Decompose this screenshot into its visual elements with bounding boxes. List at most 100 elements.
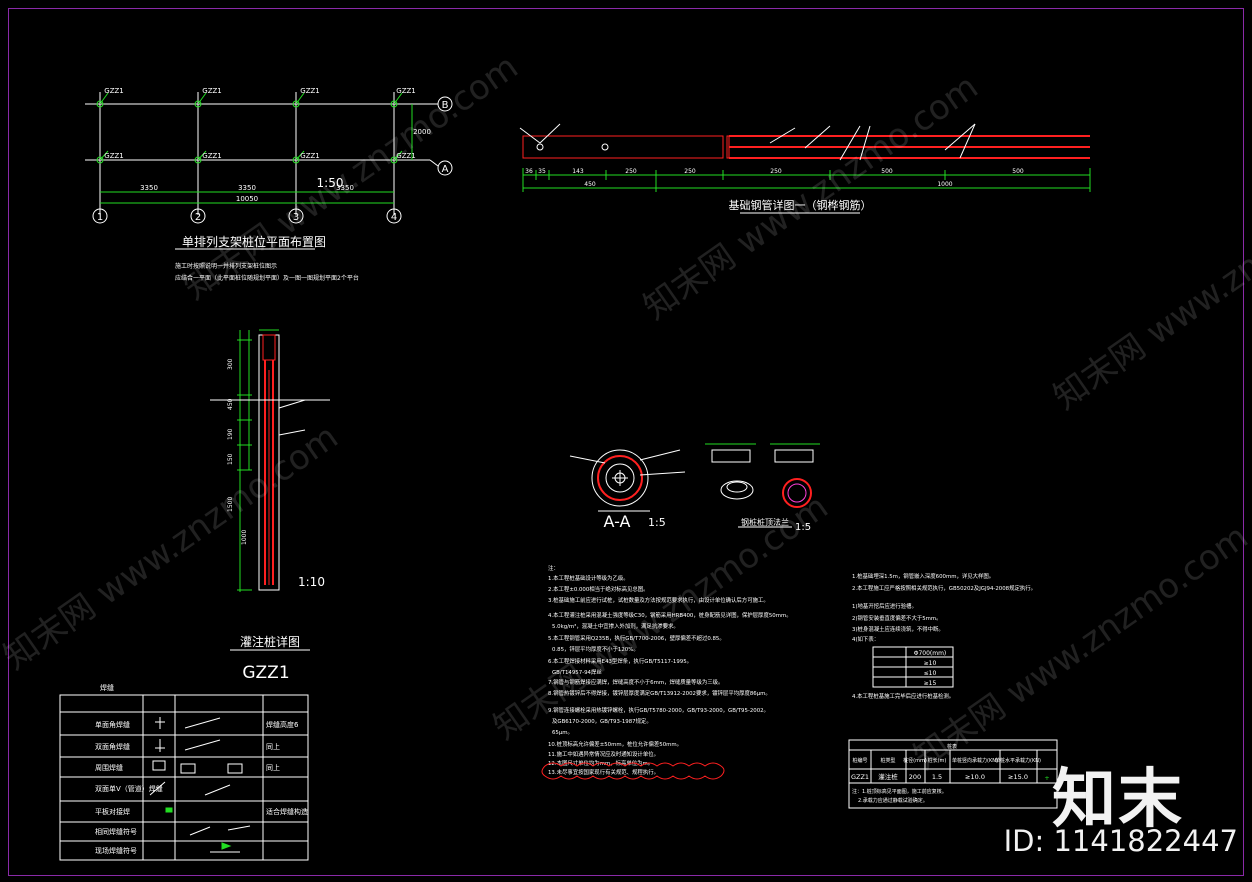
notes-header: 注： bbox=[548, 564, 559, 572]
weld-right-col: 适合焊缝构造 bbox=[266, 807, 308, 816]
pile-table-header: 桩编号 bbox=[852, 757, 867, 764]
right-note-line: 4.本工程桩基施工完毕后应进行桩基检测。 bbox=[852, 692, 954, 700]
right-note-line: 2)钢管安装垂直度偏差不大于5mm。 bbox=[852, 614, 942, 622]
mini-table-cell: ≥15 bbox=[924, 680, 937, 687]
note-line: 5.本工程钢管采用Q235B，执行GB/T700-2006，壁厚偏差不超过0.8… bbox=[548, 634, 725, 642]
pile-table-cell: 1.5 bbox=[932, 773, 942, 781]
steel-pipe-detail bbox=[519, 123, 1091, 214]
flange-title: 钢桩桩顶法兰 bbox=[741, 517, 789, 527]
pile-dim: 450 bbox=[227, 398, 234, 410]
right-note-line: 1)地基开挖后应进行验槽。 bbox=[852, 602, 917, 610]
mini-table-cell: Φ700(mm) bbox=[914, 650, 947, 657]
axis-2: 2 bbox=[195, 212, 201, 223]
pile-table-cell: 灌注桩 bbox=[878, 772, 898, 781]
pile-dim: 1500 bbox=[227, 497, 234, 512]
steel-dim: 250 bbox=[770, 168, 782, 175]
pile-dim: 190 bbox=[227, 428, 234, 440]
plan-note-2: 应结合一平面（此平面桩位随规划平面）及一图一图规划平面2个平台 bbox=[175, 274, 359, 282]
revision-cloud bbox=[541, 762, 725, 780]
pile-table-header: 桩类型 bbox=[880, 757, 895, 764]
flange-detail bbox=[705, 443, 820, 528]
section-aa bbox=[569, 449, 686, 512]
axis-1: 1 bbox=[97, 212, 103, 223]
axis-A: A bbox=[442, 164, 449, 175]
right-note-line: 2.本工程施工应严格按照相关规范执行，GB50202及JGJ94-2008规定执… bbox=[852, 584, 1036, 592]
note-line: 8.钢管热镀锌后不得焊接，镀锌层厚度满足GB/T13912-2002要求，镀锌层… bbox=[548, 689, 771, 697]
weld-row-label: 平板对接焊 bbox=[95, 807, 130, 816]
pile-detail bbox=[210, 329, 330, 651]
plan-note-1: 施工时按照说明一并排列支架桩位图示 bbox=[175, 262, 277, 270]
right-note-line: 3)桩身混凝土应连续浇筑，不得中断。 bbox=[852, 625, 944, 633]
pile-label: GZZ1 bbox=[300, 87, 319, 95]
pile-table-header: 桩径(mm) bbox=[903, 757, 927, 764]
weld-right-col: 焊缝高度6 bbox=[266, 720, 299, 729]
note-line: 10.桩顶标高允许偏差±50mm，桩位允许偏差50mm。 bbox=[548, 740, 682, 748]
pile-dim: 1000 bbox=[241, 530, 248, 545]
weld-row-label: 现场焊缝符号 bbox=[95, 846, 137, 855]
pile-table-header: 单桩水平承载力(KN) bbox=[995, 757, 1041, 764]
steel-subdim: 450 bbox=[584, 181, 596, 188]
brand-logo: 知末 bbox=[1052, 763, 1184, 837]
weld-row-label: 相同焊缝符号 bbox=[95, 827, 137, 836]
flange-scale: 1:5 bbox=[795, 522, 811, 533]
pile-label: GZZ1 bbox=[396, 87, 415, 95]
plan-side-dim: 2000 bbox=[413, 128, 431, 136]
plan-dim-1: 3350 bbox=[140, 184, 158, 192]
note-line: 0.85，锌层平均厚度不小于120%。 bbox=[552, 645, 639, 653]
right-mini-table bbox=[872, 646, 954, 688]
plan-title: 单排列支架桩位平面布置图 bbox=[182, 235, 327, 249]
pile-table-header: 单桩竖向承载力(KN) bbox=[952, 757, 998, 764]
weld-row-label: 双面单V（管道）焊缝 bbox=[95, 784, 163, 793]
plan-scale: 1:50 bbox=[317, 176, 344, 190]
right-note-line: 1.桩基础埋深1.5m，钢管嵌入深度600mm，详见大样图。 bbox=[852, 572, 994, 580]
pile-dim: 300 bbox=[227, 358, 234, 370]
note-line: 65μm。 bbox=[552, 730, 573, 736]
pile-table-cell: ≥10.0 bbox=[965, 773, 985, 781]
note-line: 1.本工程桩基础设计等级为乙级。 bbox=[548, 574, 629, 582]
pile-table-foot: 2.承载力应通过静载试验确定。 bbox=[858, 797, 928, 804]
pile-label: GZZ1 bbox=[202, 87, 221, 95]
steel-title: 基础钢管详图一（钢桦钢筋） bbox=[729, 198, 872, 212]
drawing-frame bbox=[8, 8, 1244, 876]
pile-dim: 150 bbox=[227, 453, 234, 465]
note-line: 4.本工程灌注桩采用混凝土强度等级C30，钢筋采用HRB400，桩身配筋见详图，… bbox=[548, 611, 792, 619]
weld-symbols-green bbox=[165, 807, 232, 850]
note-line: 6.本工程焊接材料采用E43型焊条，执行GB/T5117-1995。 bbox=[548, 657, 692, 665]
pile-label: GZZ1 bbox=[300, 152, 319, 160]
pile-scale: 1:10 bbox=[298, 575, 325, 589]
note-line: 9.钢管连接螺栓采用热镀锌螺栓，执行GB/T5780-2000，GB/T93-2… bbox=[548, 706, 769, 714]
weld-right-col: 同上 bbox=[266, 742, 280, 751]
weld-row-label: 周围焊缝 bbox=[95, 763, 123, 772]
steel-dim: 250 bbox=[625, 168, 637, 175]
note-line: 5.0kg/m³，混凝土中宜掺入外加剂，满足抗渗要求。 bbox=[552, 622, 679, 630]
pile-table-foot: 注：1.桩顶标高见平面图，施工前应复核。 bbox=[852, 788, 947, 795]
weld-row-label: 双面角焊缝 bbox=[95, 742, 130, 751]
mini-table-cell: ≤10 bbox=[924, 670, 937, 677]
right-note-line: 4)如下表： bbox=[852, 635, 879, 643]
note-line: GB/T14957-94焊丝 bbox=[552, 668, 602, 676]
pile-code: GZZ1 bbox=[242, 663, 289, 683]
axis-4: 4 bbox=[391, 212, 397, 223]
pile-table-title: 桩表 bbox=[947, 743, 957, 750]
steel-dim: 500 bbox=[881, 168, 893, 175]
steel-dim: 36 bbox=[525, 168, 533, 175]
general-notes: 注： 1.本工程桩基础设计等级为乙级。 2.本工程±0.000相当于绝对标高见总… bbox=[548, 564, 792, 776]
note-line: 13.未尽事宜按国家现行有关规范、规程执行。 bbox=[548, 768, 659, 776]
pile-label: GZZ1 bbox=[104, 152, 123, 160]
steel-dim: 250 bbox=[684, 168, 696, 175]
pile-label: GZZ1 bbox=[202, 152, 221, 160]
note-line: 7.钢管与钢筋焊接应满焊，焊缝高度不小于6mm，焊缝质量等级为三级。 bbox=[548, 678, 723, 686]
pile-table-cell: + bbox=[1044, 774, 1049, 782]
pile-table bbox=[848, 739, 1058, 809]
section-label: A-A bbox=[604, 512, 631, 531]
axis-3: 3 bbox=[293, 212, 299, 223]
right-notes: 1.桩基础埋深1.5m，钢管嵌入深度600mm，详见大样图。 2.本工程施工应严… bbox=[852, 572, 1036, 700]
plan-dim-3: 3350 bbox=[336, 184, 354, 192]
pile-label: GZZ1 bbox=[396, 152, 415, 160]
plan-dim-2: 3350 bbox=[238, 184, 256, 192]
pile-title: 灌注桩详图 bbox=[240, 634, 300, 649]
image-id: ID: 1141822447 bbox=[1003, 824, 1238, 858]
note-line: 3.桩基础施工前应进行试桩，试桩数量及方法按规范要求执行，由设计单位确认后方可施… bbox=[548, 596, 769, 604]
steel-subdim: 1000 bbox=[937, 181, 952, 188]
